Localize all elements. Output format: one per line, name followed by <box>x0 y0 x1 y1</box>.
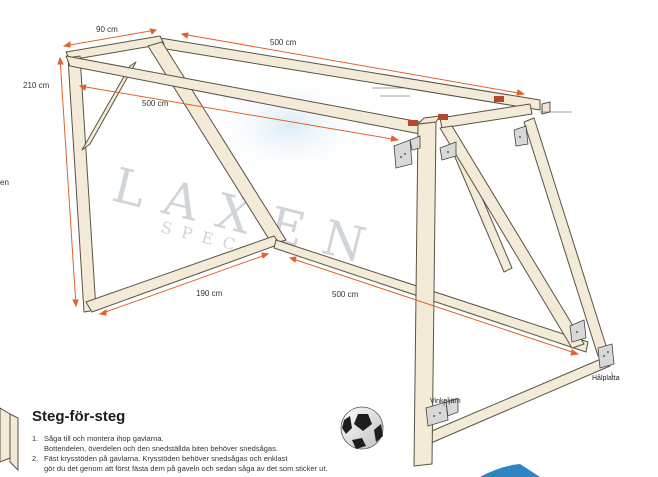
dim-inner-width: 500 cm <box>142 99 169 108</box>
step-number: 1. <box>32 434 39 443</box>
dim-line-height <box>57 56 79 308</box>
right-gable-diagonal <box>439 125 585 349</box>
dim-line-top-width <box>180 32 526 96</box>
bracket-top-left <box>393 135 421 169</box>
dim-height: 210 cm <box>23 81 50 90</box>
dim-bottom-width: 500 cm <box>332 290 359 299</box>
step-text: gör du det genom att först fästa dem på … <box>44 463 328 473</box>
beam-end-marks <box>408 96 504 126</box>
neighbor-illustration <box>0 407 19 472</box>
step-1: 1. Såga till och montera ihop gavlarna. … <box>32 434 412 453</box>
bracket-bottom-right <box>569 319 587 343</box>
dim-bottom-depth: 190 cm <box>196 289 223 298</box>
bracket-holes <box>400 136 609 417</box>
right-gable-top <box>439 103 533 129</box>
angle-bracket <box>425 397 459 427</box>
step-text: Såga till och montera ihop gavlarna. <box>44 434 164 443</box>
step-text: Bottendelen, överdelen och den snedställ… <box>44 443 278 453</box>
dim-line-bottom-width <box>288 256 580 356</box>
dim-line-inner-width <box>78 84 400 142</box>
dim-line-top-depth <box>62 28 158 48</box>
bracket-top-mid <box>439 141 457 161</box>
left-bottom-beam <box>85 235 281 313</box>
step-2: 2. Fäst krysstöden på gavlarna. Krysstöd… <box>32 454 412 473</box>
steps-section: Steg-för-steg 1. Såga till och montera i… <box>32 408 412 474</box>
dim-top-width: 500 cm <box>270 38 297 47</box>
step-text: Fäst krysstöden på gavlarna. Krysstöden … <box>44 454 288 463</box>
right-brace <box>451 145 513 273</box>
dim-line-bottom-depth <box>98 252 270 316</box>
left-front-post <box>67 55 97 313</box>
callout-leaders <box>372 87 613 406</box>
steps-title: Steg-för-steg <box>32 408 126 425</box>
left-gable-diagonal <box>147 41 287 245</box>
football-icon <box>340 406 384 450</box>
dim-top-depth: 90 cm <box>96 25 118 34</box>
label-angle-bracket: Vinkeljärn <box>430 398 461 405</box>
right-front-post-top <box>417 115 441 125</box>
step-number: 2. <box>32 454 39 463</box>
cropped-edge-text: en <box>0 178 9 187</box>
left-cross-brace <box>81 61 137 151</box>
label-perforated-plate: Hålplatta <box>592 374 620 382</box>
corner-decoration <box>480 464 540 477</box>
bracket-top-right <box>513 125 529 147</box>
perforated-plate <box>597 343 615 369</box>
